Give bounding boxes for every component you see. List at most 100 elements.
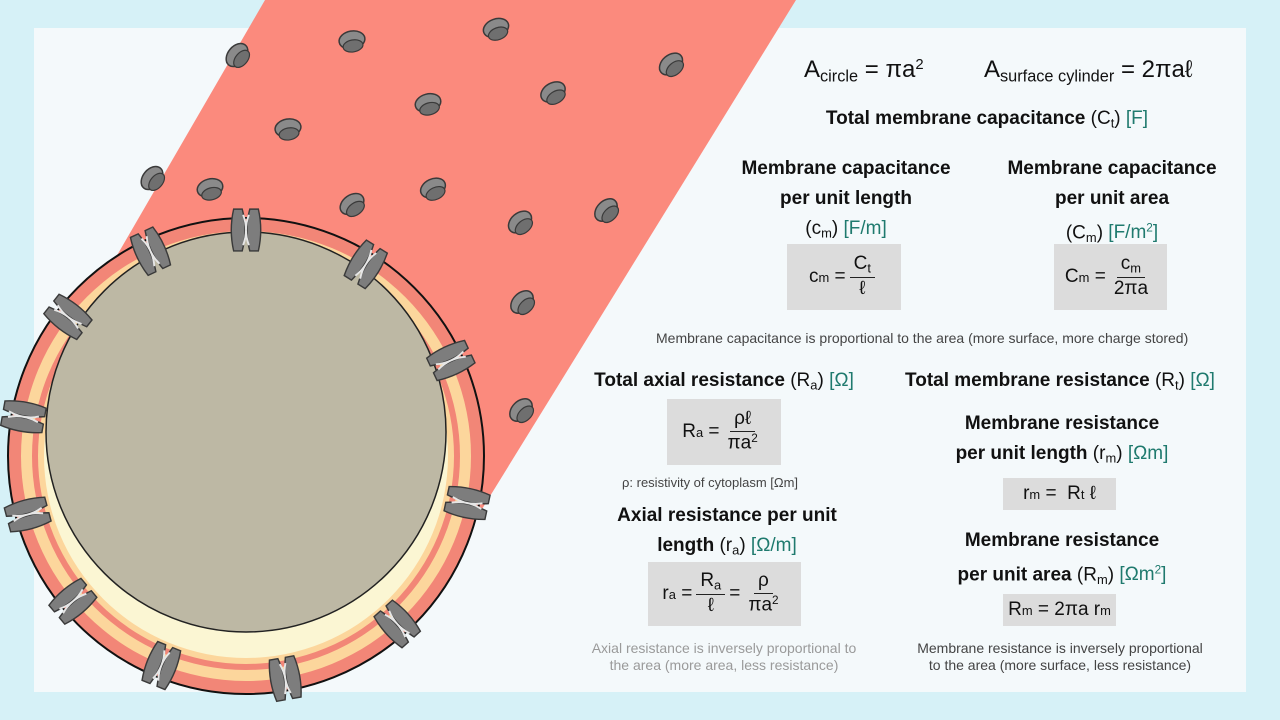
membrane-per-area-symbol-sub: m bbox=[1096, 572, 1108, 588]
denominator: ℓ bbox=[707, 594, 714, 616]
ion-channel bbox=[443, 485, 491, 521]
unit-close: ] bbox=[1152, 222, 1159, 244]
membrane-per-length-unit: [Ωm] bbox=[1127, 443, 1169, 464]
formula-lhs: r bbox=[662, 583, 669, 604]
formula-lhs-sub: a bbox=[668, 586, 676, 602]
numerator-sub: t bbox=[867, 260, 871, 276]
formula-lhs: C bbox=[1064, 266, 1079, 287]
axial-per-length-unit: [Ω/m] bbox=[750, 535, 797, 556]
paren-close: ) bbox=[1178, 370, 1185, 391]
unit-exponent: 2 bbox=[1146, 222, 1153, 235]
surface-ion-channel bbox=[196, 177, 224, 201]
surface-ion-channel bbox=[510, 290, 536, 316]
surface-ion-channel bbox=[274, 118, 302, 141]
surface-area-rhs: = 2πaℓ bbox=[1120, 56, 1193, 83]
circle-area-subscript: circle bbox=[820, 67, 859, 86]
total-axial-resistance-unit: [Ω] bbox=[829, 370, 854, 391]
total-capacitance-heading: Total membrane capacitance (Ct) [F] bbox=[806, 108, 1168, 131]
denominator-exponent: 2 bbox=[751, 432, 758, 446]
denominator-exponent: 2 bbox=[772, 594, 779, 608]
formula-lhs: R bbox=[1008, 599, 1022, 620]
surface-ion-channel bbox=[507, 210, 534, 236]
surface-ion-channel bbox=[338, 30, 366, 53]
unit-exponent: 2 bbox=[1154, 564, 1162, 577]
membrane-per-area-title-2: per unit area bbox=[957, 564, 1072, 586]
capacitance-per-length-symbol: (c bbox=[805, 218, 822, 239]
formula-lhs-sub: m bbox=[1021, 602, 1033, 618]
paren-close: ) bbox=[817, 370, 824, 391]
ion-channel bbox=[425, 339, 476, 382]
fraction: Ct ℓ bbox=[849, 253, 875, 300]
denominator: ℓ bbox=[859, 277, 866, 299]
membrane-resistance-note: Membrane resistance is inversely proport… bbox=[908, 640, 1212, 674]
paren-close: ) bbox=[831, 218, 839, 239]
formula-lhs: R bbox=[682, 421, 696, 442]
total-axial-resistance-symbol-sub: a bbox=[810, 377, 818, 393]
numerator: ρ bbox=[754, 570, 773, 595]
surface-ion-channel bbox=[225, 42, 251, 69]
total-membrane-resistance-symbol: (R bbox=[1154, 370, 1175, 391]
equals-sign: = bbox=[1045, 483, 1057, 504]
capacitance-per-area-title-1: Membrane capacitance bbox=[1007, 158, 1217, 179]
axial-per-length-title-2: length bbox=[657, 535, 715, 556]
surface-ion-channel bbox=[414, 92, 442, 116]
ion-channel bbox=[373, 599, 422, 649]
membrane-per-length-symbol-sub: m bbox=[1105, 450, 1117, 466]
unit-close: ] bbox=[1161, 564, 1167, 586]
formula-lhs: r bbox=[1023, 483, 1030, 504]
fraction: cm 2πa bbox=[1110, 253, 1152, 300]
ion-channel bbox=[48, 577, 98, 626]
paren-close: ) bbox=[1107, 564, 1115, 586]
total-capacitance-unit: [F] bbox=[1125, 108, 1149, 129]
axial-per-length-title-1: Axial resistance per unit bbox=[617, 505, 837, 526]
formula-rhs-sub: m bbox=[1100, 602, 1111, 618]
surface-area-subscript: surface cylinder bbox=[1000, 67, 1115, 86]
numerator: ρℓ bbox=[730, 408, 756, 433]
surface-ion-channel bbox=[140, 165, 166, 192]
rho-note: ρ: resistivity of cytoplasm [Ωm] bbox=[622, 475, 799, 490]
formula-rhs: R bbox=[1067, 483, 1081, 504]
total-capacitance-symbol-sub: t bbox=[1110, 115, 1115, 131]
membrane-resistance-per-area-heading: Membrane resistance per unit area (Rm) [… bbox=[940, 526, 1184, 595]
paren-close: ) bbox=[1116, 443, 1123, 464]
capacitance-per-area-title-2: per unit area bbox=[1054, 188, 1170, 209]
denominator: πa bbox=[727, 432, 752, 454]
capacitance-per-area-heading: Membrane capacitance per unit area (Cm) … bbox=[988, 154, 1236, 253]
fraction: Ra ℓ bbox=[696, 570, 726, 617]
membrane-per-area-symbol: (R bbox=[1076, 564, 1097, 586]
formula-rhs-sub: t bbox=[1080, 486, 1085, 502]
ion-channel bbox=[42, 293, 93, 341]
axial-resistance-note: Axial resistance is inversely proportion… bbox=[584, 640, 864, 674]
paren-close: ) bbox=[1096, 222, 1104, 244]
capacitance-per-length-title-2: per unit length bbox=[780, 188, 912, 209]
fraction: ρℓ πa2 bbox=[724, 408, 762, 454]
membrane-per-area-title-1: Membrane resistance bbox=[964, 530, 1160, 551]
circle-area-exponent: 2 bbox=[915, 56, 924, 73]
surface-ion-channel bbox=[594, 198, 620, 224]
equals-sign: = bbox=[729, 583, 741, 604]
total-capacitance-symbol: (C bbox=[1090, 108, 1111, 129]
surface-area-symbol: A bbox=[984, 56, 1001, 83]
numerator-sub: m bbox=[1130, 260, 1142, 276]
total-axial-resistance-title: Total axial resistance bbox=[594, 370, 785, 391]
membrane-per-length-symbol: (r bbox=[1092, 443, 1106, 464]
capacitance-per-length-title-1: Membrane capacitance bbox=[741, 158, 951, 179]
formula-lhs-sub: m bbox=[818, 269, 830, 285]
capacitance-per-length-unit: [F/m] bbox=[843, 218, 887, 239]
surface-ion-channel bbox=[658, 52, 685, 78]
equals-sign: = bbox=[834, 266, 846, 287]
capacitance-per-area-symbol: (C bbox=[1065, 222, 1086, 244]
numerator: R bbox=[700, 570, 715, 592]
total-membrane-resistance-unit: [Ω] bbox=[1190, 370, 1215, 391]
axial-per-length-symbol: (r bbox=[719, 535, 733, 556]
capacitance-note: Membrane capacitance is proportional to … bbox=[656, 330, 1189, 346]
total-axial-resistance-symbol: (R bbox=[790, 370, 811, 391]
surface-ion-channels bbox=[140, 17, 685, 424]
surface-ion-channel bbox=[540, 81, 566, 106]
